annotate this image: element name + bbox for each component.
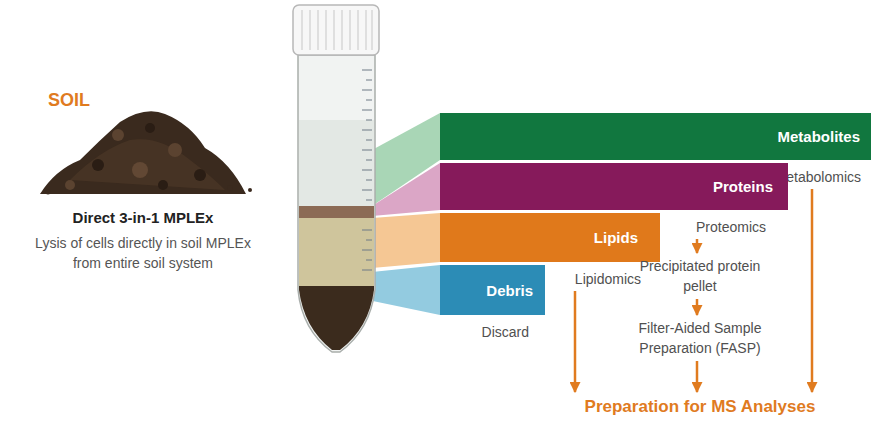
step-box: Precipitated protein pellet — [632, 256, 768, 296]
lipid-wedge — [372, 213, 440, 268]
flow-arrow — [811, 189, 814, 392]
centrifuge-tube — [293, 5, 379, 352]
step-label: Precipitated protein pellet — [632, 256, 768, 296]
band-bar: Proteins — [440, 163, 788, 210]
step-box: Filter-Aided Sample Preparation (FASP) — [622, 318, 778, 358]
analysis-label: Discard — [440, 323, 545, 341]
soil-pile — [40, 111, 252, 194]
caption-text: Lysis of cells directly in soil MPLEx fr… — [35, 233, 251, 273]
band-title: Lipids — [594, 229, 638, 246]
band-title: Proteins — [713, 178, 773, 195]
flow-arrow — [696, 361, 699, 392]
fraction-band: DebrisDiscard — [440, 265, 545, 341]
output-label: Preparation for MS Analyses — [537, 395, 863, 419]
band-title: Debris — [486, 282, 533, 299]
band-bar: Lipids — [440, 213, 660, 262]
protein-wedge — [372, 163, 440, 216]
debris-wedge — [368, 265, 440, 315]
band-bar: Metabolites — [440, 113, 871, 160]
caption-text: Direct 3-in-1 MPLEx — [33, 208, 253, 228]
flow-arrow — [696, 299, 699, 315]
flow-arrow — [574, 291, 577, 392]
step-box: Preparation for MS Analyses — [537, 395, 863, 419]
section-heading: SOIL — [48, 89, 168, 111]
flow-arrow — [696, 239, 699, 253]
band-title: Metabolites — [777, 128, 860, 145]
band-bar: Debris — [440, 265, 545, 315]
step-label: Filter-Aided Sample Preparation (FASP) — [622, 318, 778, 358]
